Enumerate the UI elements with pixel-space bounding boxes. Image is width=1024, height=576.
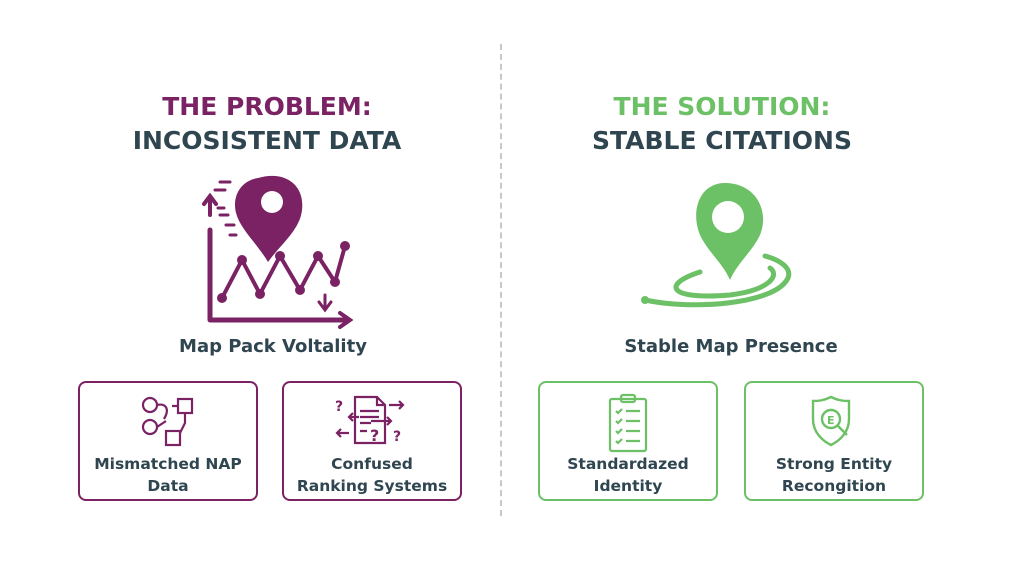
problem-title-line2: INCOSISTENT DATA <box>132 126 402 155</box>
confused-document-icon: ? ? ? <box>335 395 405 445</box>
solution-title-line2: STABLE CITATIONS <box>592 126 852 155</box>
solution-title-line1: THE SOLUTION: <box>613 92 831 121</box>
problem-subtitle: Map Pack Voltality <box>179 336 367 357</box>
mismatched-nodes-icon <box>141 396 194 447</box>
divider <box>500 44 502 516</box>
svg-text:?: ? <box>335 399 343 415</box>
checklist-clipboard-icon <box>608 393 648 453</box>
card-line1: Standardazed <box>567 455 689 473</box>
svg-text:?: ? <box>393 429 401 445</box>
solution-title: THE SOLUTION: STABLE CITATIONS <box>522 90 922 158</box>
card-line2: Ranking Systems <box>296 477 448 495</box>
card-line2: Identity <box>593 477 663 495</box>
card-line2: Data <box>147 477 189 495</box>
volatile-map-pin-chart-icon <box>202 175 354 329</box>
svg-text:?: ? <box>370 426 379 445</box>
card-line1: Strong Entity <box>775 455 893 473</box>
card-line1: Mismatched NAP <box>94 455 242 473</box>
card-mismatched-nap: Mismatched NAP Data <box>78 381 258 501</box>
stable-map-pin-icon <box>641 183 792 308</box>
problem-title: THE PROBLEM: INCOSISTENT DATA <box>67 90 467 158</box>
card-line1: Confused <box>331 455 413 473</box>
svg-text:E: E <box>827 414 835 427</box>
solution-subtitle: Stable Map Presence <box>624 336 838 357</box>
card-line2: Recongition <box>781 477 887 495</box>
entity-shield-search-icon: E <box>811 395 851 447</box>
problem-title-line1: THE PROBLEM: <box>162 92 372 121</box>
